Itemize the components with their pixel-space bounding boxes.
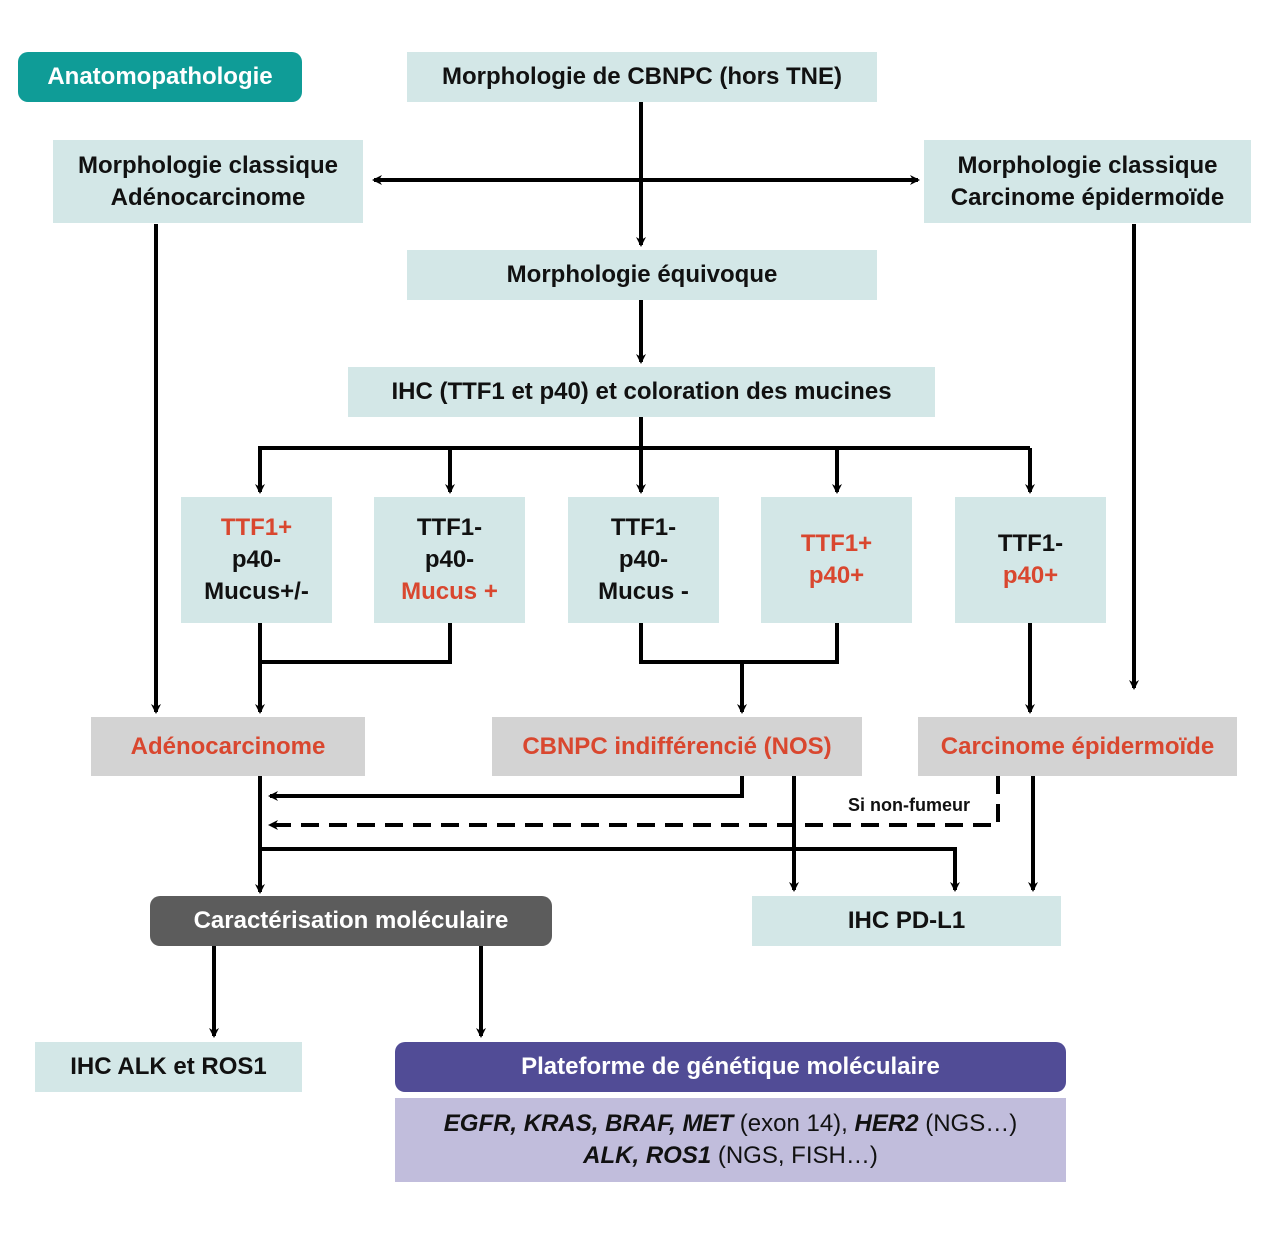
arrow-nos-to-adeno-line [268, 776, 744, 801]
node-start-morphology: Morphologie de CBNPC (hors TNE) [407, 52, 877, 102]
profile-box-5: TTF1- p40+ [955, 497, 1106, 623]
node-ihc-pdl1: IHC PD-L1 [752, 896, 1061, 946]
gene-list-line-1: EGFR, KRAS, BRAF, MET (exon 14), HER2 (N… [443, 1110, 1018, 1137]
node-classic-epidermoid: Morphologie classique Carcinome épidermo… [924, 140, 1251, 223]
result-epidermoid: Carcinome épidermoïde [918, 717, 1237, 776]
node-equivocal-morphology: Morphologie équivoque [407, 250, 877, 300]
join-profiles-3-4 [639, 623, 839, 664]
node-ihc-alk-ros1: IHC ALK et ROS1 [35, 1042, 302, 1092]
profile-box-1: TTF1+ p40- Mucus+/- [181, 497, 332, 623]
profile-box-3: TTF1- p40- Mucus - [568, 497, 719, 623]
result-adenocarcinoma: Adénocarcinome [91, 717, 365, 776]
arrow-adeno-to-pdl1 [260, 847, 960, 892]
node-classic-adenocarcinoma: Morphologie classique Adénocarcinome [53, 140, 363, 223]
join-profiles-1-2 [258, 623, 452, 664]
section-label-anatomopathologie: Anatomopathologie [18, 52, 302, 102]
node-molecular-characterization: Caractérisation moléculaire [150, 896, 552, 946]
edge-label-non-smoker: Si non-fumeur [848, 795, 970, 815]
profile-box-2: TTF1- p40- Mucus + [374, 497, 525, 623]
node-molecular-platform: Plateforme de génétique moléculaire [395, 1042, 1066, 1092]
node-ihc-staining: IHC (TTF1 et p40) et coloration des muci… [348, 367, 935, 417]
gene-list-line-2: ALK, ROS1 (NGS, FISH…) [583, 1142, 878, 1169]
result-nos: CBNPC indifférencié (NOS) [492, 717, 862, 776]
arrow-epi-nonsmoker-dashed [268, 776, 1000, 830]
profile-box-4: TTF1+ p40+ [761, 497, 912, 623]
gene-list-panel: EGFR, KRAS, BRAF, MET (exon 14), HER2 (N… [395, 1098, 1066, 1182]
